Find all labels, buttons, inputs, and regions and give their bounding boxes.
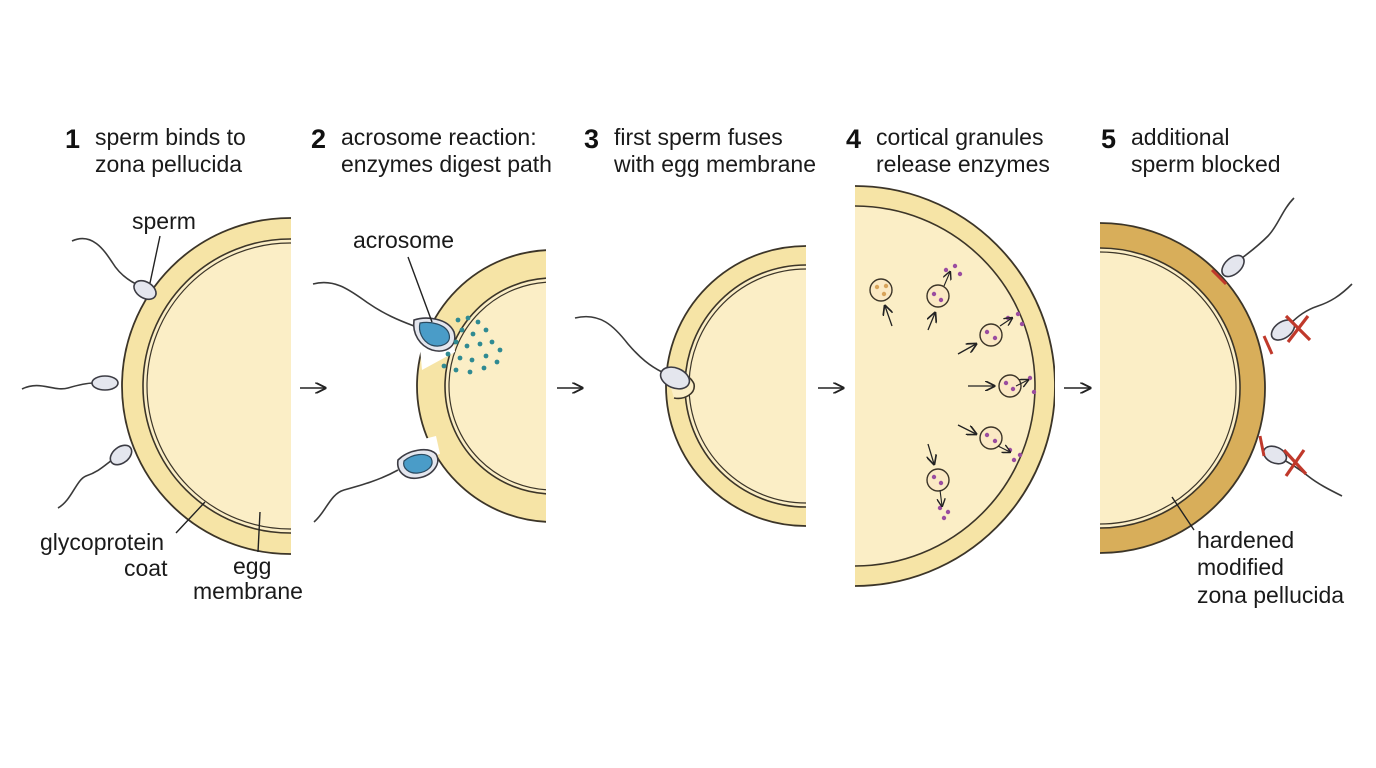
step-5-number: 5 [1101,124,1116,154]
step-1-caption: 1 sperm binds to zona pellucida [65,124,246,177]
step-1-number: 1 [65,124,80,154]
cortical-granule [926,468,951,521]
cortical-granule [979,426,1023,463]
step-5-line1: additional [1131,124,1229,150]
blocked-sperm-bottom [1258,435,1343,497]
step-2-caption: 2 acrosome reaction: enzymes digest path [311,124,552,177]
blocked-sperm-top [1210,197,1295,286]
cortical-granule [998,374,1037,398]
step-4-caption: 4 cortical granules release enzymes [846,124,1050,177]
step-3-number: 3 [584,124,599,154]
panel-2-sperm-top [312,281,456,352]
step-5-caption: 5 additional sperm blocked [1101,124,1281,177]
hardened-zona-label-3: zona pellucida [1197,582,1344,608]
glycoprotein-coat-label: glycoprotein [40,529,164,555]
cortical-granule [869,278,893,302]
panel-1-sperm-bottom [57,444,133,509]
step-3-line1: first sperm fuses [614,124,783,150]
blocked-sperm-middle [1262,283,1353,355]
egg-membrane-label-2: membrane [193,578,303,604]
cortical-granules [869,263,1037,521]
step-4-number: 4 [846,124,861,154]
step-4-line2: release enzymes [876,151,1050,177]
panel-3-egg [665,245,806,527]
panel-3-fusing-sperm [574,315,691,390]
panel-1-sperm-top [71,237,157,301]
block-x-icon [1282,448,1308,477]
step-3-line2: with egg membrane [613,151,816,177]
panel-2-egg [416,249,546,523]
panel-1-egg [121,217,291,555]
hardened-zona-label-2: modified [1197,554,1284,580]
step-3-caption: 3 first sperm fuses with egg membrane [584,124,816,177]
panel-2-sperm-bottom [313,448,439,523]
egg-cytoplasm [142,238,291,534]
granule-movement-arrows [885,272,1028,506]
step-2-line2: enzymes digest path [341,151,552,177]
egg-cytoplasm [1100,247,1241,529]
block-x-icon [1284,314,1312,343]
step-5-line2: sperm blocked [1131,151,1281,177]
egg-cytoplasm [444,277,546,495]
step-2-number: 2 [311,124,326,154]
sperm-label: sperm [132,208,196,234]
panel-5-egg [1100,222,1266,554]
panel-4-egg [855,185,1055,587]
step-1-line2: zona pellucida [95,151,242,177]
enzyme-dots [441,315,503,375]
glycoprotein-coat-label-2: coat [124,555,168,581]
cortical-granule [926,263,963,308]
panel-1-sperm-middle [21,375,119,391]
egg-membrane-label: egg [233,553,271,579]
step-1-line1: sperm binds to [95,124,246,150]
step-2-line1: acrosome reaction: [341,124,537,150]
step-4-line1: cortical granules [876,124,1043,150]
egg-cytoplasm [855,205,1036,567]
acrosome-label: acrosome [353,227,454,253]
hardened-zona-label: hardened [1197,527,1294,553]
